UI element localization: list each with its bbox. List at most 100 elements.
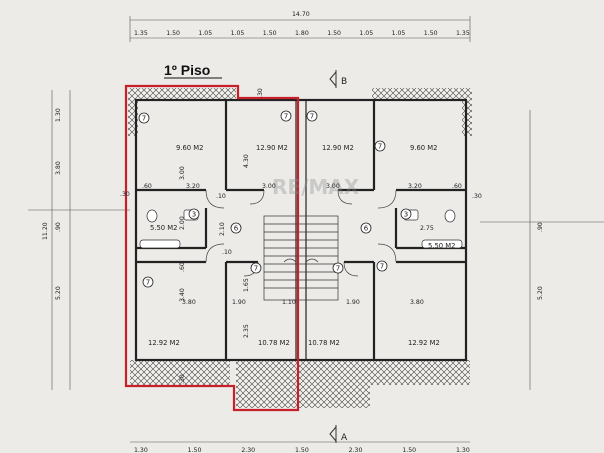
- room-number-circle: [142, 276, 154, 288]
- bottom-dim-label: 1.30: [134, 447, 148, 453]
- dim-380-br: 3.80: [410, 299, 424, 306]
- dim-total-width: 14.70: [292, 11, 310, 18]
- dim-235-vert: 2.35: [243, 324, 250, 338]
- room-number: 3: [404, 211, 408, 219]
- dim-10-b: .10: [222, 249, 232, 256]
- section-label-a: A: [341, 433, 348, 443]
- room-number: 6: [364, 225, 369, 233]
- room-number: 7: [380, 263, 384, 271]
- room-number-circle: [250, 262, 262, 274]
- dim-right-90: .90: [537, 222, 544, 232]
- room-number: 7: [336, 265, 340, 273]
- area-bed-bc-r: 10.78 M2: [308, 339, 340, 347]
- door-swings: [205, 189, 397, 277]
- dim-60-r: .60: [452, 183, 462, 190]
- left-dimension-chain: [28, 90, 130, 390]
- section-label-b: B: [341, 77, 347, 87]
- dim-320-l: 3.20: [186, 183, 200, 190]
- terrace-tl-left: [128, 88, 138, 136]
- top-dim-label: 1.05: [231, 30, 245, 37]
- area-bed-bc-l: 10.78 M2: [258, 339, 290, 347]
- dim-200-vert: 2.00: [179, 216, 186, 230]
- top-dim-label: 1.80: [295, 30, 309, 37]
- top-dim-label: 1.35: [134, 30, 148, 37]
- terrace-tr-top: [372, 88, 472, 100]
- room-number: 7: [378, 143, 382, 151]
- watermark: RE/MAX: [272, 175, 360, 199]
- room-number-circle: [332, 262, 344, 274]
- terrace-bl: [130, 360, 230, 385]
- dim-110: 1.10: [282, 299, 296, 306]
- top-dim-label: 1.05: [198, 30, 212, 37]
- dim-340-vert: 3.40: [179, 288, 186, 302]
- dim-300-r: 3.00: [326, 183, 340, 190]
- room-number-circle: [188, 208, 200, 220]
- room-number: 7: [142, 115, 146, 123]
- room-number: 3: [192, 211, 196, 219]
- dim-60-vert: .60: [179, 262, 186, 272]
- dim-left-90: .90: [55, 222, 62, 232]
- dim-30-l: .30: [120, 191, 130, 198]
- room-number-circle: [360, 222, 372, 234]
- dim-190-l: 1.90: [232, 299, 246, 306]
- dim-275: 2.75: [420, 225, 434, 232]
- unit-highlight-outline: [124, 84, 300, 412]
- top-dim-label: 1.50: [327, 30, 341, 37]
- room-number-circle: [374, 140, 386, 152]
- room-number: 6: [234, 225, 239, 233]
- top-dim-labels: 1.35 1.50 1.05 1.05 1.50 1.80 1.50 1.05 1.05 1.50…: [134, 30, 470, 37]
- bathroom-fixtures-left: [139, 209, 199, 249]
- right-dimension-chain: [480, 110, 604, 390]
- dim-30-vert-t: .30: [257, 88, 264, 98]
- bottom-dim-label: 2.30: [349, 447, 363, 453]
- terrace-br: [370, 360, 470, 385]
- room-number: 7: [310, 113, 314, 121]
- area-bed-bl: 12.92 M2: [148, 339, 180, 347]
- terrace-bc-l: [236, 360, 302, 408]
- top-dim-label: 1.35: [456, 30, 470, 37]
- section-mark-a: [329, 425, 337, 443]
- dim-10-a: .10: [216, 193, 226, 200]
- area-bed-br: 12.92 M2: [408, 339, 440, 347]
- dim-320-r: 3.20: [408, 183, 422, 190]
- dim-300-l: 3.00: [262, 183, 276, 190]
- bottom-dim-label: 1.50: [188, 447, 202, 453]
- room-number: 7: [284, 113, 288, 121]
- area-bath-l: 5.50 M2: [150, 224, 177, 232]
- bottom-dim-label: 2.30: [241, 447, 255, 453]
- top-dimension-chain: [129, 16, 471, 42]
- top-dim-label: 1.05: [359, 30, 373, 37]
- room-number: 7: [254, 265, 258, 273]
- section-mark-b: [329, 70, 337, 88]
- area-bed-tc-r: 12.90 M2: [322, 144, 354, 152]
- page-title: 1º Piso: [164, 62, 210, 78]
- dim-left-1120: 11.20: [42, 222, 49, 240]
- top-dim-label: 1.05: [392, 30, 406, 37]
- dim-190-r: 1.90: [346, 299, 360, 306]
- room-number-markers: 7 7 7 7 3 3 6 6 7 7 7 7: [138, 110, 412, 288]
- dim-30-r: .30: [472, 193, 482, 200]
- dim-left-130: 1.30: [55, 108, 62, 122]
- dim-300-vert-l: 3.00: [179, 166, 186, 180]
- terrace-tl-top: [128, 88, 236, 100]
- dim-left-380: 3.80: [55, 161, 62, 175]
- area-bed-tr: 9.60 M2: [410, 144, 437, 152]
- top-dim-label: 1.50: [424, 30, 438, 37]
- room-number-circle: [306, 110, 318, 122]
- bottom-dim-label: 1.50: [402, 447, 416, 453]
- bottom-dim-label: 1.30: [456, 447, 470, 453]
- room-number: 7: [146, 279, 150, 287]
- dim-30-vert-b: .30: [179, 374, 186, 384]
- room-number-circle: [138, 112, 150, 124]
- top-dim-label: 1.50: [166, 30, 180, 37]
- room-number-circle: [280, 110, 292, 122]
- top-dim-label: 1.50: [263, 30, 277, 37]
- terrace-bc-r: [302, 360, 370, 408]
- bottom-dim-label: 1.50: [295, 447, 309, 453]
- dim-left-520: 5.20: [55, 286, 62, 300]
- room-number-circle: [400, 208, 412, 220]
- area-bed-tc-l: 12.90 M2: [256, 144, 288, 152]
- dim-210-vert: 2.10: [219, 222, 226, 236]
